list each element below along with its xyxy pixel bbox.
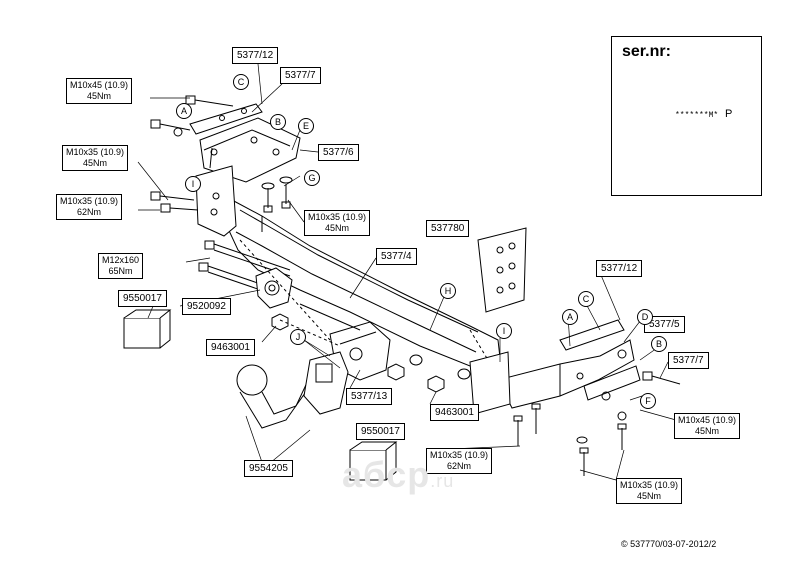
callout-letter: G	[304, 170, 320, 186]
spec-bolt: M10x35 (10.9)	[430, 450, 489, 460]
part-label: 5377/7	[280, 67, 321, 84]
spec-bolt: M10x35 (10.9)	[620, 480, 679, 490]
spec-torque: 45Nm	[695, 426, 720, 436]
callout-letter: F	[640, 393, 656, 409]
spec-torque: 45Nm	[83, 158, 108, 168]
spec-torque: 45Nm	[325, 223, 350, 233]
part-label: 537780	[426, 220, 470, 237]
callout-letter: H	[440, 283, 456, 299]
spec-left-lower: M10x35 (10.9) 62Nm	[56, 194, 123, 220]
part-label: 9463001	[430, 404, 479, 421]
callout-letter: C	[578, 291, 594, 307]
part-label: 9550017	[118, 290, 167, 307]
part-label: 5377/12	[596, 260, 643, 277]
callout-letter: I	[496, 323, 512, 339]
part-label: 9554205	[244, 460, 293, 477]
part-label: 5377/4	[376, 248, 417, 265]
spec-bolt: M12x160	[102, 255, 140, 265]
watermark-brand: aбcp	[342, 454, 431, 495]
left-top-plate	[189, 103, 263, 135]
serial-p-label: P	[725, 108, 733, 120]
left-bracket-5377-6	[195, 117, 301, 237]
spec-left-upper: M10x35 (10.9) 45Nm	[62, 145, 129, 171]
callout-letter: B	[270, 114, 286, 130]
copyright: © 537770/03-07-2012/2	[621, 539, 717, 549]
reinforcement-plate-537780	[477, 227, 527, 313]
spec-long-bolt: M12x160 65Nm	[98, 253, 144, 279]
gasket-block-bottom	[349, 449, 387, 481]
serial-number-box: ser.nr: *******M* P	[611, 36, 762, 196]
spec-torque: 45Nm	[637, 491, 662, 501]
watermark-tld: .ru	[430, 471, 455, 491]
spec-bottom-center: M10x35 (10.9) 62Nm	[426, 448, 493, 474]
serial-code: *******M*	[675, 111, 719, 120]
ball-neck	[236, 351, 349, 429]
spec-torque: 65Nm	[108, 266, 133, 276]
part-label: 9463001	[206, 339, 255, 356]
callout-letter: E	[298, 118, 314, 134]
callout-letter: A	[562, 309, 578, 325]
callout-letter: J	[290, 329, 306, 345]
part-label: 5377/13	[346, 388, 393, 405]
part-label: 5377/7	[668, 352, 709, 369]
nuts	[271, 313, 471, 393]
spec-torque: 62Nm	[77, 207, 102, 217]
bolts-right	[513, 371, 681, 476]
spec-bolt: M10x35 (10.9)	[308, 212, 367, 222]
right-bracket-5377-5	[469, 319, 641, 415]
crossbar-5377-4	[224, 199, 501, 367]
callout-letter: C	[233, 74, 249, 90]
spec-top-left: M10x45 (10.9) 45Nm	[66, 78, 133, 104]
callout-letter: D	[637, 309, 653, 325]
spec-torque: 45Nm	[87, 91, 112, 101]
spec-center: M10x35 (10.9) 45Nm	[304, 210, 371, 236]
spec-right-upper: M10x45 (10.9) 45Nm	[674, 413, 741, 439]
watermark: aбcp.ru	[342, 454, 454, 496]
part-label: 5377/12	[232, 47, 279, 64]
part-label: 9550017	[356, 423, 405, 440]
callout-letter: I	[185, 176, 201, 192]
part-label: 9520092	[182, 298, 231, 315]
callout-letter: A	[176, 103, 192, 119]
callout-letter: B	[651, 336, 667, 352]
spec-torque: 62Nm	[447, 461, 472, 471]
ball-mount-plate	[255, 267, 293, 309]
spec-bolt: M10x45 (10.9)	[70, 80, 129, 90]
bolts-left	[150, 95, 293, 299]
spec-bolt: M10x35 (10.9)	[66, 147, 125, 157]
gasket-block-left	[123, 317, 161, 349]
spec-bolt: M10x35 (10.9)	[60, 196, 119, 206]
spec-bolt: M10x45 (10.9)	[678, 415, 737, 425]
serial-title: ser.nr:	[622, 43, 671, 60]
part-label: 5377/6	[318, 144, 359, 161]
spec-bottom-right: M10x35 (10.9) 45Nm	[616, 478, 683, 504]
